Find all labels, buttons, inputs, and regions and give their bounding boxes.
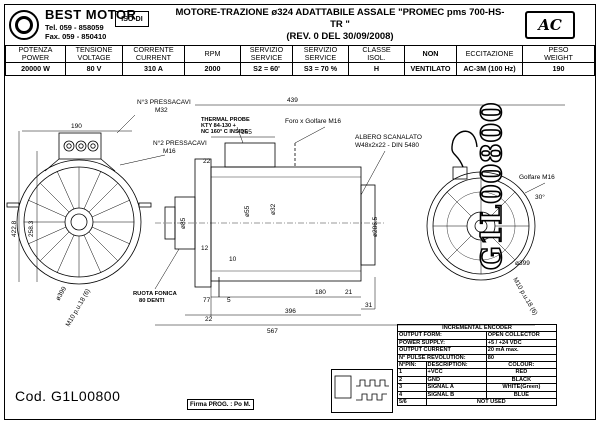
dim-31: 31 — [365, 302, 373, 309]
spec-value-s3: S3 = 70 % — [292, 62, 349, 76]
title-line-1: MOTORE-TRAZIONE ø324 ADATTABILE ASSALE "… — [175, 7, 505, 30]
fax-number: Fax. 059 - 850410 — [45, 32, 107, 41]
contact-info: Tel. 059 - 858059 Fax. 059 - 850410 — [45, 23, 106, 41]
drawing-title: MOTORE-TRAZIONE ø324 ADATTABILE ASSALE "… — [175, 7, 505, 43]
dim-22b: 22 — [205, 316, 213, 323]
spec-header-row: POTENZA POWER TENSIONE VOLTAGE CORRENTE … — [5, 45, 595, 63]
drawing-code: Cod. G1L00800 — [15, 388, 121, 404]
spec-header: SERVIZIO SERVICE — [292, 45, 349, 63]
label-pressacavi-m16: N°2 PRESSACAVI — [153, 139, 207, 147]
dim-phi32: ø32 — [270, 203, 277, 215]
dim-258-3: 258.3 — [28, 220, 35, 237]
dim-phi399-right: ø399 — [515, 260, 530, 267]
dim-567: 567 — [267, 328, 278, 335]
spec-value-class: H — [348, 62, 405, 76]
dim-165: 165 — [241, 129, 252, 136]
label-thermal-3: NC 160° C INSIDE — [201, 129, 248, 135]
tel-number: Tel. 059 - 858059 — [45, 23, 104, 32]
brand-name: BEST MOTOR — [45, 7, 137, 22]
rear-view — [426, 130, 536, 281]
table-row: N° PULSE REVOLUTION:80 — [397, 353, 558, 363]
dim-12: 12 — [201, 245, 209, 252]
spec-value-ventilation: VENTILATO — [404, 62, 457, 76]
ac-logo: AC — [525, 11, 575, 39]
leader-lines — [116, 114, 546, 290]
label-golfare: Golfare M16 — [519, 174, 555, 181]
dim-21: 21 — [345, 289, 353, 296]
label-m16: M16 — [163, 148, 176, 155]
spec-value-s2: S2 = 60' — [240, 62, 293, 76]
encoder-title: INCREMENTAL ENCODER — [397, 323, 557, 333]
dim-190: 190 — [71, 123, 82, 130]
label-albero-2: W48x2x22 - DIN 5480 — [355, 142, 419, 149]
iso-badge: ISO-DI — [115, 11, 149, 27]
title-block-header: BEST MOTOR Tel. 059 - 858059 Fax. 059 - … — [5, 5, 594, 46]
spec-header: TENSIONE VOLTAGE — [65, 45, 123, 63]
encoder-pin-header: N°PIN:DESCRIPTION:COLOUR: — [397, 361, 558, 370]
spec-header: CLASSE ISOL. — [348, 45, 405, 63]
label-ruota-2: 80 DENTI — [139, 298, 165, 304]
label-m32: M32 — [155, 107, 168, 114]
dim-angle: 30° — [535, 193, 545, 201]
front-view — [6, 132, 152, 285]
table-row: OUTPUT FORM:OPEN COLLECTOR — [397, 331, 558, 340]
dim-439: 439 — [287, 97, 298, 104]
label-ruota-1: RUOTA FONICA — [133, 291, 178, 297]
label-thermal-1: THERMAL PROBE — [201, 117, 250, 123]
spec-value-rpm: 2000 — [184, 62, 241, 76]
dim-phi85: ø85 — [180, 217, 187, 229]
dim-m10-left: M10 p.u.18 (6) — [65, 288, 92, 328]
spec-value-power: 20000 W — [5, 62, 66, 76]
dim-10: 10 — [229, 256, 237, 263]
label-pressacavi-m32: N°3 PRESSACAVI — [137, 98, 191, 106]
side-view — [155, 142, 385, 297]
dim-phi399-left: ø399 — [55, 285, 69, 302]
dim-422-8: 422.8 — [11, 220, 18, 237]
label-albero-1: ALBERO SCANALATO — [355, 134, 422, 141]
spec-value-weight: 190 — [522, 62, 595, 76]
label-foro: Foro x Golfare M16 — [285, 118, 341, 125]
spec-header: POTENZA POWER — [5, 45, 66, 63]
spec-header: ECCITAZIONE — [456, 45, 523, 63]
waveform-icon — [334, 375, 389, 401]
spec-header: CORRENTE CURRENT — [122, 45, 185, 63]
dim-396: 396 — [285, 308, 296, 315]
dim-180: 180 — [315, 289, 326, 296]
spec-value-row: 20000 W 80 V 310 A 2000 S2 = 60' S3 = 70… — [5, 62, 595, 76]
spec-header: NON — [404, 45, 457, 63]
logo-mark-icon — [9, 10, 39, 40]
designer-signature: Firma PROG. : Po M. — [187, 399, 254, 410]
spec-header: PESO WEIGHT — [522, 45, 595, 63]
dim-m10-right: M10 p.u.18 (6) — [511, 277, 538, 317]
spec-header: SERVIZIO SERVICE — [240, 45, 293, 63]
spec-value-voltage: 80 V — [65, 62, 123, 76]
drawing-sheet: BEST MOTOR Tel. 059 - 858059 Fax. 059 - … — [4, 4, 596, 420]
vertical-drawing-code: G1L00800 — [474, 101, 509, 271]
label-thermal-2: KTY 84-130 + — [201, 123, 237, 129]
dim-phi286: ø286.5 — [372, 216, 379, 237]
encoder-signal-diagram — [331, 369, 393, 413]
dim-phi55: ø55 — [244, 205, 251, 217]
dim-22a: 22 — [203, 158, 211, 165]
table-row: POWER SUPPLY:+5 / +24 VDC — [397, 338, 558, 348]
dim-5: 5 — [227, 297, 231, 304]
spec-value-current: 310 A — [122, 62, 185, 76]
company-logo: BEST MOTOR Tel. 059 - 858059 Fax. 059 - … — [7, 7, 155, 43]
spec-header: RPM — [184, 45, 241, 63]
encoder-table: INCREMENTAL ENCODER OUTPUT FORM:OPEN COL… — [397, 323, 558, 407]
spec-table: POTENZA POWER TENSIONE VOLTAGE CORRENTE … — [5, 45, 595, 76]
dim-77: 77 — [203, 297, 211, 304]
title-line-2: (REV. 0 DEL 30/09/2008) — [286, 31, 394, 42]
